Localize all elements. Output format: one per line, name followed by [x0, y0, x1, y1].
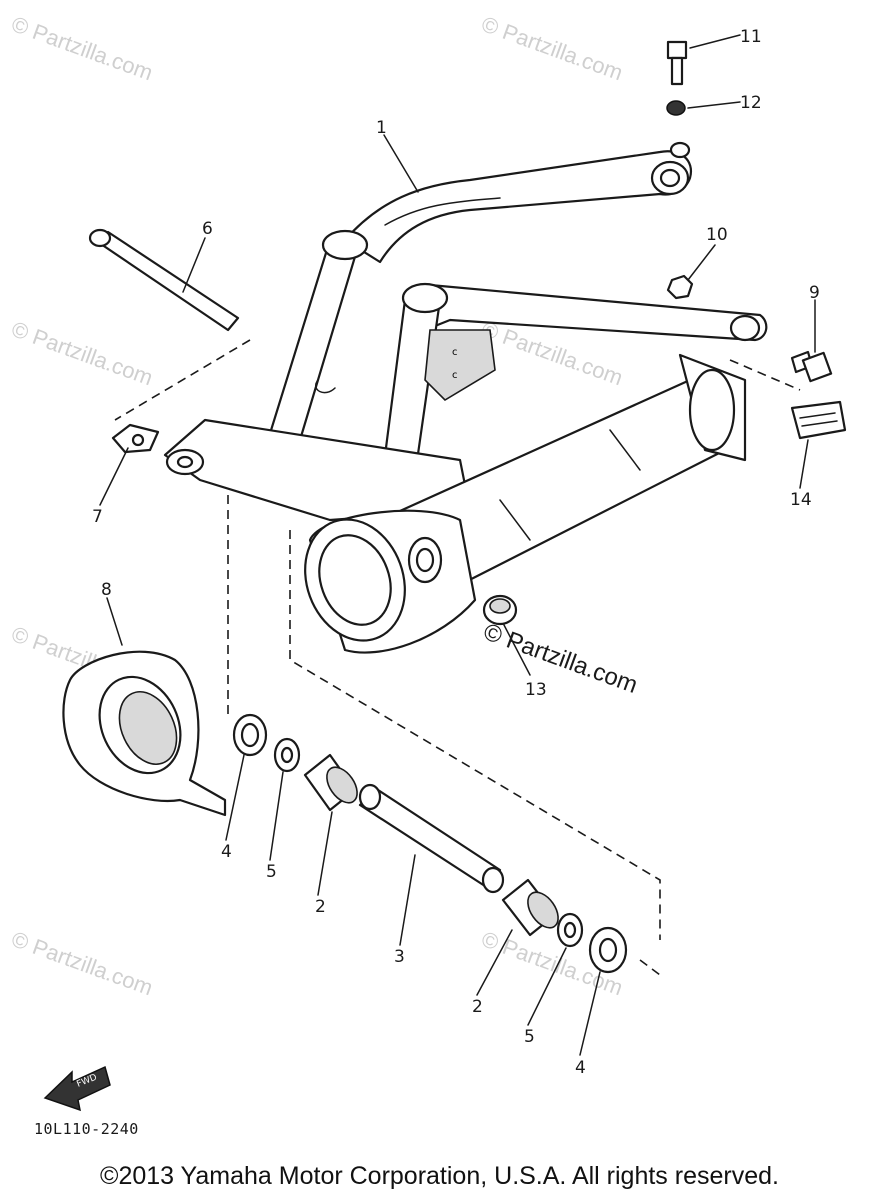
callout-2: 2 — [315, 897, 326, 917]
diagram-code: 10L110-2240 — [34, 1120, 139, 1138]
forward-arrow-icon: FWD — [43, 1065, 111, 1112]
callout-12: 12 — [740, 93, 762, 113]
callout-10: 10 — [706, 225, 728, 245]
copyright-notice: ©2013 Yamaha Motor Corporation, U.S.A. A… — [100, 1162, 779, 1190]
watermark: © Partzilla.com — [478, 11, 626, 85]
callout-11: 11 — [740, 27, 762, 47]
watermark: © Partzilla.com — [8, 11, 156, 85]
callout-7: 7 — [92, 507, 103, 527]
callout-5: 5 — [524, 1027, 535, 1047]
callout-labels: 1 2 2 3 4 4 5 5 6 7 8 9 10 11 12 13 14 — [92, 27, 820, 1078]
watermark: © Partzilla.com — [8, 926, 156, 1000]
washer-plate — [111, 423, 160, 454]
callout-2: 2 — [472, 997, 483, 1017]
callout-8: 8 — [101, 580, 112, 600]
boot-cover — [62, 650, 227, 817]
bearing-set-right — [501, 878, 628, 974]
watermark: © Partzilla.com — [8, 316, 156, 390]
callout-13: 13 — [525, 680, 547, 700]
callout-1: 1 — [376, 118, 387, 138]
watermark: © Partzilla.com — [480, 618, 641, 699]
callout-4: 4 — [221, 842, 232, 862]
callout-3: 3 — [394, 947, 405, 967]
assembly-guide-lines — [114, 339, 801, 976]
svg-text:c: c — [452, 347, 458, 358]
hardware-small — [315, 40, 847, 626]
callout-6: 6 — [202, 219, 213, 239]
leader-lines — [99, 34, 816, 1056]
callout-9: 9 — [809, 283, 820, 303]
callout-4: 4 — [575, 1058, 586, 1078]
svg-text:c: c — [452, 370, 458, 381]
callout-14: 14 — [790, 490, 812, 510]
swingarm-frame: c c — [163, 141, 768, 654]
pivot-shaft — [88, 228, 240, 332]
callout-5: 5 — [266, 862, 277, 882]
bearing-set-left — [232, 713, 505, 894]
